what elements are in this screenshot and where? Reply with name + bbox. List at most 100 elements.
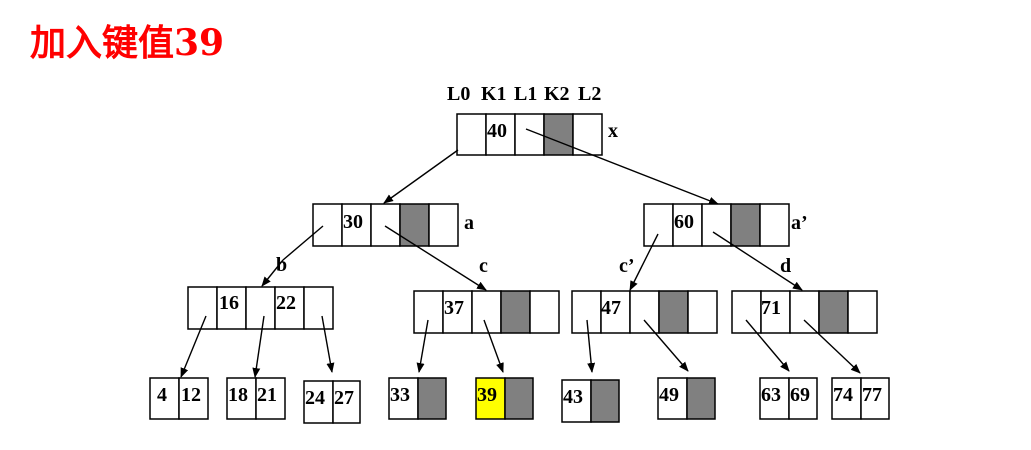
pointer-cell bbox=[370, 203, 401, 247]
leaf-9-key-2: 77 bbox=[862, 384, 882, 406]
node-x: 40 x bbox=[456, 113, 618, 156]
leaf-8-key-1: 63 bbox=[761, 384, 781, 406]
key-cell bbox=[442, 290, 473, 334]
leaf-node-9: 74 77 bbox=[831, 377, 890, 420]
leaf-node-3: 24 27 bbox=[303, 380, 361, 424]
leaf-key-cell bbox=[332, 380, 361, 424]
key-cell-shaded bbox=[818, 290, 849, 334]
node-b-key-1: 16 bbox=[219, 292, 239, 314]
node-b: 16 22 b bbox=[187, 254, 334, 330]
leaf-node-7: 49 bbox=[657, 377, 716, 420]
arrow-a-prime-to-c-prime bbox=[629, 233, 659, 291]
node-a-prime-label: a’ bbox=[791, 212, 808, 234]
leaf-1-key-2: 12 bbox=[181, 384, 201, 406]
pointer-cell bbox=[187, 286, 218, 330]
node-b-label: b bbox=[276, 254, 287, 276]
node-a-key-1: 30 bbox=[343, 211, 363, 233]
node-c: 37 c bbox=[413, 255, 560, 334]
arrow-d-to-leaf-9 bbox=[803, 319, 861, 374]
pointer-cell bbox=[572, 113, 603, 156]
leaf-node-8: 63 69 bbox=[759, 377, 818, 420]
arrow-x-to-a-prime bbox=[525, 128, 719, 205]
node-a-prime: 60 a’ bbox=[643, 203, 808, 247]
arrow-a-to-c bbox=[384, 225, 487, 291]
node-c-prime: 47 c’ bbox=[571, 255, 718, 334]
leaf-key-cell bbox=[388, 377, 419, 420]
key-cell-shaded bbox=[543, 113, 574, 156]
header-label-K2: K2 bbox=[544, 83, 570, 105]
pointer-arrows bbox=[180, 128, 861, 378]
leaf-key-cell bbox=[860, 377, 890, 420]
leaf-key-cell bbox=[788, 377, 818, 420]
node-x-label: x bbox=[608, 120, 618, 142]
key-cell bbox=[341, 203, 372, 247]
leaf-key-cell-highlight bbox=[475, 377, 506, 420]
leaf-4-key-1: 33 bbox=[390, 384, 410, 406]
arrow-d-to-leaf-8 bbox=[745, 319, 790, 372]
arrow-c-to-leaf-5 bbox=[483, 319, 504, 373]
leaf-key-cell-shaded bbox=[417, 377, 447, 420]
leaf-key-cell bbox=[226, 377, 257, 420]
key-cell bbox=[672, 203, 703, 247]
page-title: 加入键值39 bbox=[30, 22, 225, 64]
leaf-key-cell bbox=[303, 380, 334, 424]
arrow-c-prime-to-leaf-7 bbox=[643, 319, 689, 372]
leaf-key-cell bbox=[178, 377, 209, 420]
key-cell-shaded bbox=[658, 290, 689, 334]
leaf-key-cell bbox=[255, 377, 286, 420]
node-a: 30 a bbox=[312, 203, 474, 247]
node-c-key-1: 37 bbox=[444, 297, 464, 319]
leaf-2-key-2: 21 bbox=[257, 384, 277, 406]
node-c-label: c bbox=[479, 255, 488, 277]
key-cell-shaded bbox=[730, 203, 761, 247]
arrow-a-to-b-seg1 bbox=[282, 225, 324, 261]
pointer-cell bbox=[245, 286, 276, 330]
arrow-a-prime-to-d bbox=[712, 231, 803, 291]
arrow-x-to-a bbox=[383, 149, 459, 204]
key-cell bbox=[600, 290, 631, 334]
leaf-key-cell-shaded bbox=[504, 377, 534, 420]
leaf-3-key-2: 27 bbox=[334, 387, 354, 409]
leaf-node-4: 33 bbox=[388, 377, 447, 420]
pointer-cell bbox=[847, 290, 878, 334]
leaf-node-5: 39 bbox=[475, 377, 534, 420]
leaf-2-key-1: 18 bbox=[228, 384, 248, 406]
pointer-cell bbox=[529, 290, 560, 334]
header-label-K1: K1 bbox=[481, 83, 507, 105]
arrow-c-prime-to-leaf-6 bbox=[586, 319, 596, 373]
header-label-L2: L2 bbox=[578, 83, 601, 105]
pointer-cell bbox=[643, 203, 674, 247]
arrow-a-to-b-seg2 bbox=[261, 259, 284, 287]
key-cell bbox=[216, 286, 247, 330]
leaf-key-cell-shaded bbox=[686, 377, 716, 420]
leaf-3-key-1: 24 bbox=[305, 387, 325, 409]
pointer-cell bbox=[629, 290, 660, 334]
node-x-key-1: 40 bbox=[487, 120, 507, 142]
leaf-6-key-1: 43 bbox=[563, 386, 583, 408]
leaf-9-key-1: 74 bbox=[833, 384, 853, 406]
leaf-8-key-2: 69 bbox=[790, 384, 810, 406]
header-label-L1: L1 bbox=[514, 83, 537, 105]
leaf-7-key-1: 49 bbox=[659, 384, 679, 406]
node-d-label: d bbox=[780, 255, 791, 277]
node-a-prime-key-1: 60 bbox=[674, 211, 694, 233]
leaf-key-cell bbox=[831, 377, 862, 420]
key-cell-shaded bbox=[500, 290, 531, 334]
leaf-node-1: 4 12 bbox=[149, 377, 209, 420]
node-c-prime-key-1: 47 bbox=[601, 297, 621, 319]
arrow-b-to-leaf-1 bbox=[180, 315, 207, 378]
pointer-cell bbox=[413, 290, 444, 334]
leaf-5-key-1-new: 39 bbox=[477, 384, 497, 406]
leaf-key-cell bbox=[759, 377, 790, 420]
key-cell bbox=[485, 113, 516, 156]
pointer-cell bbox=[312, 203, 343, 247]
pointer-cell bbox=[731, 290, 762, 334]
leaf-node-6: 43 bbox=[561, 379, 620, 423]
key-cell-shaded bbox=[399, 203, 430, 247]
pointer-cell bbox=[571, 290, 602, 334]
header-labels: L0 K1 L1 K2 L2 bbox=[447, 83, 601, 105]
pointer-cell bbox=[759, 203, 790, 247]
node-b-key-2: 22 bbox=[276, 292, 296, 314]
pointer-cell bbox=[789, 290, 820, 334]
